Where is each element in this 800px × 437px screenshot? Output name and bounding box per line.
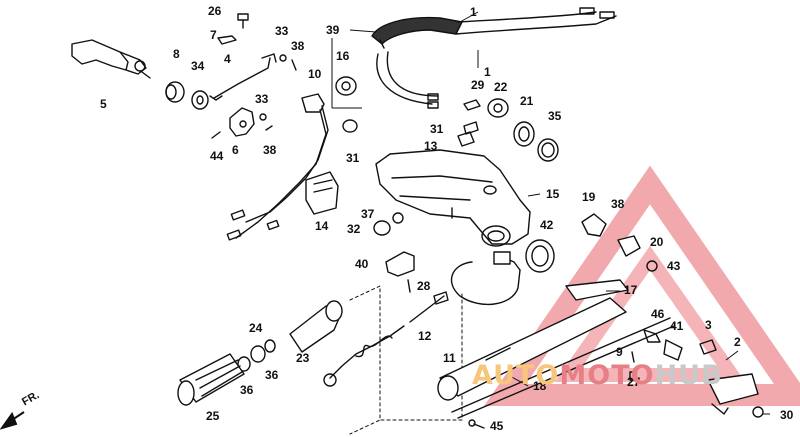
seal <box>525 239 555 273</box>
callout-31: 31 <box>430 122 444 136</box>
callout-12: 12 <box>418 329 432 343</box>
callout-35: 35 <box>548 109 562 123</box>
callout-3: 3 <box>705 318 712 332</box>
callout-1b: 1 <box>484 65 491 79</box>
leader-box <box>349 285 463 435</box>
tiller-housing <box>375 149 531 247</box>
callout-7: 7 <box>210 28 217 42</box>
cam-plate <box>229 107 255 137</box>
callout-23: 23 <box>296 351 310 365</box>
callout-22: 22 <box>494 80 508 94</box>
watermark-part-3: HUB <box>654 360 723 391</box>
callout-27: 27 <box>627 375 641 389</box>
callout-42: 42 <box>540 218 554 232</box>
callout-45: 45 <box>490 419 504 433</box>
callout-1: 1 <box>470 5 477 19</box>
watermark-part-2: MOTO <box>559 360 655 391</box>
callout-15: 15 <box>546 187 560 201</box>
bracket <box>385 251 415 277</box>
callout-29: 29 <box>471 78 485 92</box>
front-direction-arrow <box>0 411 25 430</box>
callout-36: 36 <box>265 368 279 382</box>
callout-10: 10 <box>308 67 322 81</box>
callout-2: 2 <box>734 335 741 349</box>
kill-switch-cord <box>323 251 521 387</box>
screw <box>237 13 249 29</box>
pin <box>211 131 221 139</box>
tiller-tube <box>437 279 675 419</box>
callout-36b: 36 <box>240 383 254 397</box>
callout-25: 25 <box>206 409 220 423</box>
callout-24: 24 <box>249 321 263 335</box>
cable-cover <box>371 16 463 49</box>
callout-19: 19 <box>582 190 596 204</box>
callout-41: 41 <box>670 319 684 333</box>
switch-harness <box>226 93 329 241</box>
callout-14: 14 <box>315 219 329 233</box>
bushing <box>165 81 209 110</box>
callout-8: 8 <box>173 47 180 61</box>
callout-13: 13 <box>424 139 438 153</box>
callout-40: 40 <box>355 257 369 271</box>
callout-46: 46 <box>651 307 665 321</box>
throttle-cables <box>376 7 617 109</box>
watermark-text: AUTOMOTOHUB <box>472 360 723 391</box>
callout-38b: 38 <box>263 143 277 157</box>
callout-16: 16 <box>336 49 350 63</box>
callout-18: 18 <box>533 379 547 393</box>
connector-block <box>305 171 339 215</box>
callout-20: 20 <box>650 235 664 249</box>
watermark-part-1: AUTO <box>472 360 560 391</box>
callout-32: 32 <box>347 222 361 236</box>
callout-21: 21 <box>520 94 534 108</box>
callout-37: 37 <box>361 207 375 221</box>
leader-lines <box>331 11 770 415</box>
callout-11: 11 <box>443 351 456 365</box>
callout-43: 43 <box>667 259 681 273</box>
callout-9: 9 <box>616 345 623 359</box>
grommet <box>335 76 357 96</box>
callout-30: 30 <box>780 408 794 422</box>
callout-5: 5 <box>100 97 107 111</box>
link-rod <box>209 35 277 101</box>
callout-6: 6 <box>232 143 239 157</box>
callout-31b: 31 <box>346 151 360 165</box>
rings <box>463 98 559 162</box>
callout-38c: 38 <box>611 197 625 211</box>
nut <box>342 119 358 133</box>
throttle-grip <box>177 300 343 406</box>
callout-33b: 33 <box>255 92 269 106</box>
callout-34: 34 <box>191 59 205 73</box>
callout-26: 26 <box>208 4 222 18</box>
callout-39: 39 <box>326 23 340 37</box>
callout-44: 44 <box>210 149 224 163</box>
callout-33: 33 <box>275 24 289 38</box>
callout-4: 4 <box>224 52 231 66</box>
callout-28: 28 <box>417 279 431 293</box>
throttle-lever <box>71 39 151 79</box>
callout-38: 38 <box>291 39 305 53</box>
callout-17: 17 <box>624 283 638 297</box>
